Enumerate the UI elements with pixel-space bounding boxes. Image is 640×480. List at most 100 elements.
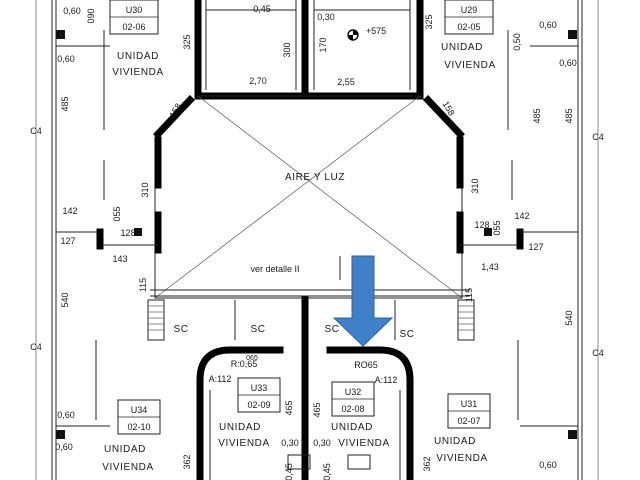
dim: 0,60: [63, 6, 81, 16]
dim: 325: [182, 34, 192, 49]
unit-type-label: UNIDAD: [117, 51, 159, 62]
unit-number: 02-10: [127, 422, 150, 432]
dim: 0,60: [57, 54, 75, 64]
unit-number: 02-06: [122, 22, 145, 32]
unit-type-label: UNIDAD: [441, 42, 483, 53]
unit-code: U29: [461, 5, 478, 15]
unit-tag-u34: U34 02-10: [117, 399, 161, 435]
dim: 0,45: [253, 4, 271, 14]
dim: 0,60: [539, 460, 557, 470]
sc-label: SC: [324, 324, 339, 335]
arc-label: A:112: [375, 375, 398, 385]
sc-label: SC: [250, 324, 265, 335]
level-mark: +575: [366, 26, 386, 36]
dim: 128: [120, 228, 135, 238]
axis-label: C4: [30, 126, 42, 136]
unit-type-label: VIVIENDA: [338, 438, 389, 449]
dim: 0,45: [284, 463, 294, 480]
dim: 090: [86, 8, 96, 23]
dim: 055: [492, 220, 502, 235]
unit-type-label: UNIDAD: [331, 422, 373, 433]
unit-code: U32: [345, 387, 362, 397]
lower-core-walls: [196, 296, 414, 480]
unit-tag-u29: U29 02-05: [444, 0, 494, 35]
dim: 362: [422, 456, 432, 471]
unit-tag-u31: U31 02-07: [447, 393, 491, 429]
radius-label: RO65: [354, 360, 378, 370]
level-marker-icon: [347, 29, 359, 41]
axis-label: C4: [30, 342, 42, 352]
dim: 300: [282, 42, 292, 57]
sc-label: SC: [173, 324, 188, 335]
radius-label: R:0,65: [231, 359, 258, 369]
unit-number: 02-08: [341, 404, 364, 414]
top-core-walls: [194, 0, 424, 100]
unit-code: U30: [126, 5, 143, 15]
dim: 325: [424, 14, 434, 29]
unit-type-label: UNIDAD: [434, 436, 476, 447]
dim: 0,30: [281, 438, 299, 448]
dim: 158: [167, 101, 183, 119]
unit-number: 02-05: [457, 22, 480, 32]
dim: 485: [60, 96, 70, 111]
dim: 170: [318, 37, 328, 52]
dim: 115: [138, 278, 148, 292]
dim: 0,60: [55, 442, 73, 452]
dim: 065: [246, 355, 258, 362]
unit-tag-u30: U30 02-06: [109, 0, 159, 35]
arc-label: A:112: [209, 374, 232, 384]
unit-type-label: VIVIENDA: [218, 438, 269, 449]
unit-tag-u33: U33 02-09: [237, 377, 281, 413]
dim: 0,50: [512, 33, 522, 51]
dim: 2,70: [249, 76, 267, 86]
dim: 310: [140, 182, 150, 197]
dim: 0,60: [559, 58, 577, 68]
axis-label: C4: [592, 132, 604, 142]
dim: 143: [112, 254, 127, 264]
left-wing-walls: [56, 30, 158, 420]
unit-code: U33: [251, 383, 268, 393]
axis-label: C4: [592, 348, 604, 358]
dim: 128: [474, 220, 489, 230]
dim: 0,30: [317, 12, 335, 22]
dim: 1,43: [481, 262, 499, 272]
right-wing-walls: [460, 30, 578, 420]
dim: 465: [312, 402, 322, 417]
dim: 485: [532, 108, 542, 123]
unit-type-label: VIVIENDA: [102, 462, 153, 473]
unit-type-label: UNIDAD: [219, 422, 261, 433]
dim: 362: [182, 454, 192, 469]
unit-type-label: VIVIENDA: [436, 453, 487, 464]
dim: 485: [564, 108, 574, 123]
dim: 142: [514, 211, 529, 221]
detail-note: ver detalle II: [250, 264, 299, 274]
dim: 0,45: [322, 463, 332, 480]
building-outline: [35, 0, 599, 480]
dim: 055: [112, 206, 122, 221]
courtyard-label: AIRE Y LUZ: [285, 172, 345, 183]
unit-code: U34: [131, 405, 148, 415]
dim: 127: [528, 242, 543, 252]
stair-zone: [147, 256, 475, 341]
dim: 0,30: [313, 438, 331, 448]
dim: 115: [464, 288, 474, 302]
sc-label: SC: [399, 329, 414, 340]
dim: 127: [60, 236, 75, 246]
highlight-arrow-icon: [332, 255, 394, 347]
unit-number: 02-07: [457, 416, 480, 426]
dim: 142: [62, 206, 77, 216]
dim: 540: [564, 310, 574, 325]
column-marks: [56, 30, 577, 439]
unit-type-label: UNIDAD: [104, 444, 146, 455]
dim: 310: [470, 178, 480, 193]
dim: 2,55: [337, 77, 355, 87]
dim: 540: [60, 292, 70, 307]
unit-type-label: VIVIENDA: [444, 60, 495, 71]
light-well: [150, 95, 470, 299]
dim: 0,60: [539, 20, 557, 30]
dim: 465: [284, 400, 294, 415]
unit-tag-u32: U32 02-08: [331, 381, 375, 417]
unit-code: U31: [461, 399, 478, 409]
dim: 0,60: [57, 410, 75, 420]
